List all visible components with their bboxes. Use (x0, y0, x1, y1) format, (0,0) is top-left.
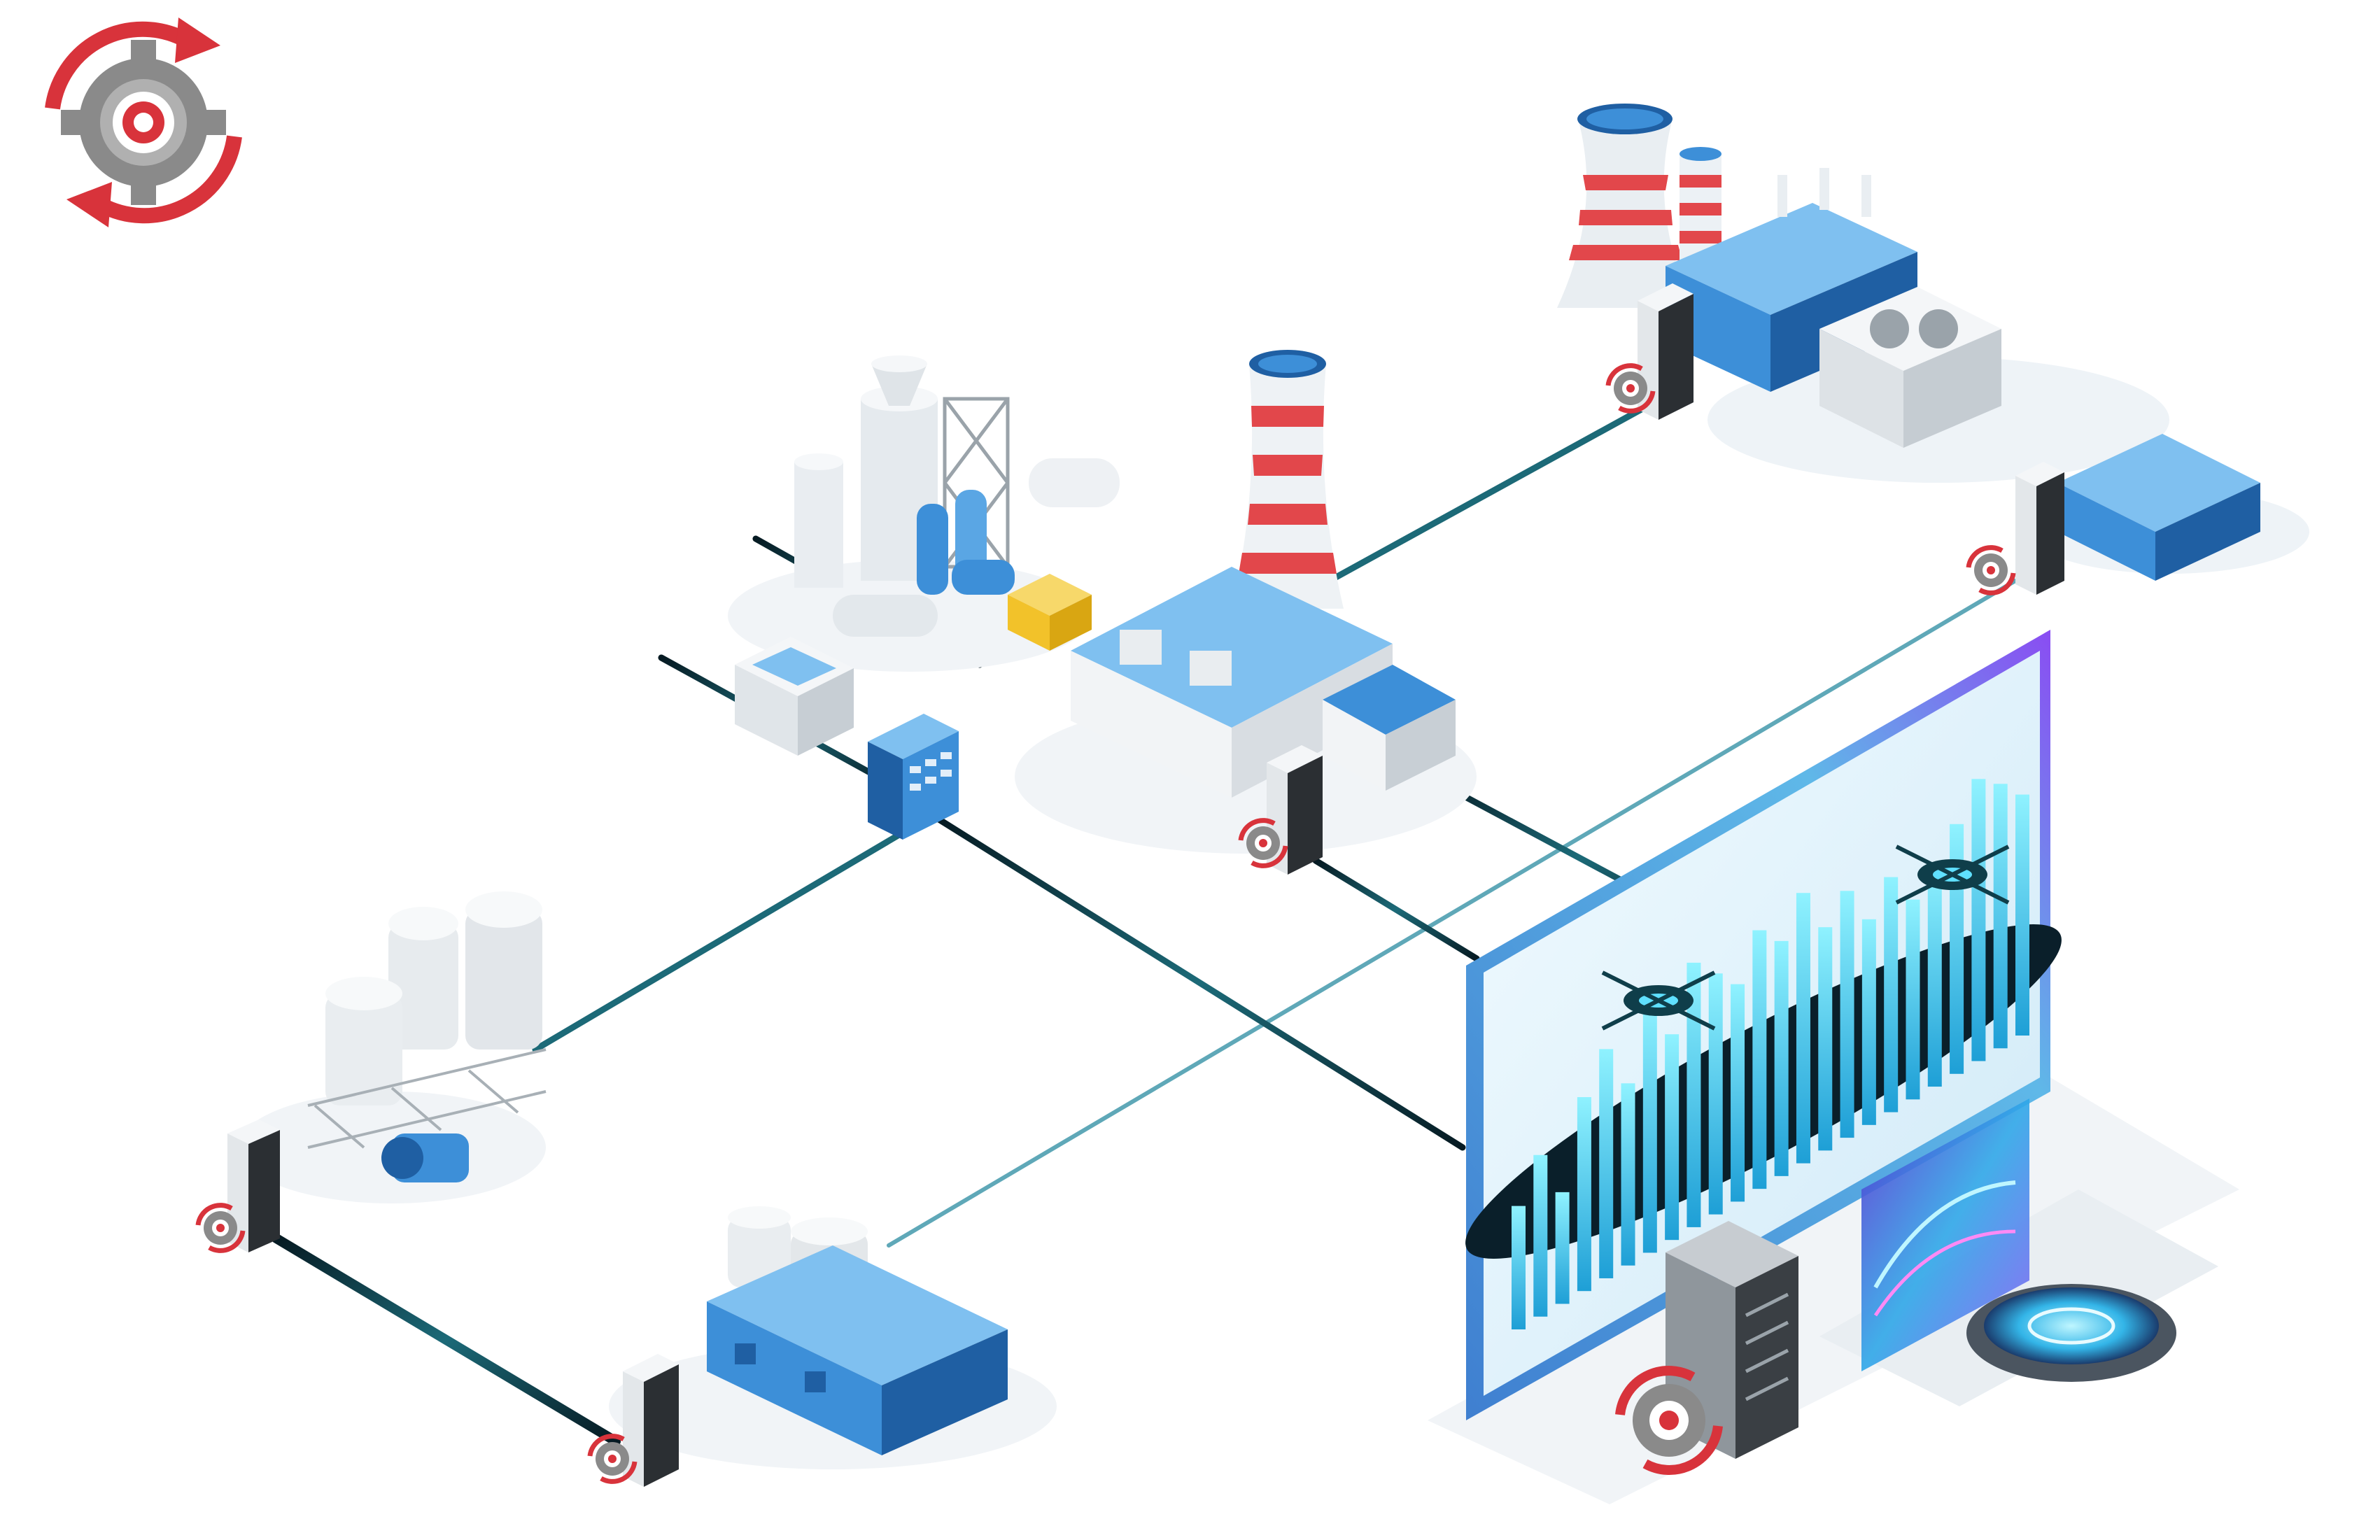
power-plant-top-right (1557, 104, 2169, 483)
line-factory-to-powerplant (1326, 385, 1683, 584)
chart-bar (1577, 1097, 1591, 1292)
sync-badge-warehouse (1966, 545, 2016, 595)
main-factory (1015, 350, 1477, 875)
chart-bar (1840, 891, 1854, 1138)
connection-lines (272, 385, 2075, 1446)
chart-bar (1621, 1083, 1635, 1266)
server-rack (1666, 1221, 1798, 1459)
chart-bar (1752, 930, 1767, 1189)
chart-bar (1533, 1154, 1548, 1317)
chart-bar (1796, 893, 1810, 1164)
gear-sync-icon (45, 17, 242, 227)
line-warehouse-to-bottom-factory (887, 579, 2018, 1248)
line-tanks-to-controlpanel (532, 829, 906, 1053)
chart-bar (1512, 1206, 1526, 1329)
water-tank (735, 637, 854, 756)
sync-badge-server (1615, 1366, 1723, 1475)
sync-badge-factory (1238, 818, 1288, 868)
refinery (728, 355, 1120, 672)
chart-bar (1993, 784, 2008, 1049)
chart-bar (1861, 919, 1876, 1125)
chart-bar (1665, 1034, 1680, 1241)
chart-bar (1818, 927, 1833, 1151)
drone-icon (1895, 845, 2010, 905)
chart-bar (1884, 877, 1899, 1112)
chart-bar (1971, 779, 1986, 1061)
chart-bar (1687, 962, 1701, 1227)
line-controlpanel-to-monitor (934, 815, 1466, 1151)
chart-bar (1906, 899, 1920, 1100)
chart-bar (2015, 794, 2029, 1036)
chart-bar (1927, 866, 1942, 1087)
chart-bar (1731, 984, 1745, 1202)
data-hologram (1819, 1099, 2218, 1406)
chart-bar (1774, 940, 1789, 1176)
sync-badge-tanks (195, 1203, 246, 1253)
factory-bottom (609, 1206, 1057, 1487)
line-factory-to-monitor (1312, 857, 1480, 962)
monitor-bar-chart (1512, 779, 2029, 1329)
chart-bar (1599, 1049, 1614, 1278)
analytics-monitor (1428, 630, 2239, 1504)
storage-tanks-left (227, 891, 547, 1252)
line-tanks-to-bottom-factory (272, 1234, 621, 1446)
sync-badge-powerplant (1605, 363, 1656, 414)
drone-icon (1601, 970, 1716, 1031)
chart-bar (1555, 1192, 1570, 1304)
warehouse-right (2015, 434, 2309, 595)
chart-bar (1708, 973, 1723, 1215)
holo-disc-icon (1966, 1284, 2176, 1382)
chart-bar (1642, 1000, 1657, 1253)
control-panel (868, 714, 959, 840)
sync-badge-bottom-factory (587, 1434, 638, 1484)
